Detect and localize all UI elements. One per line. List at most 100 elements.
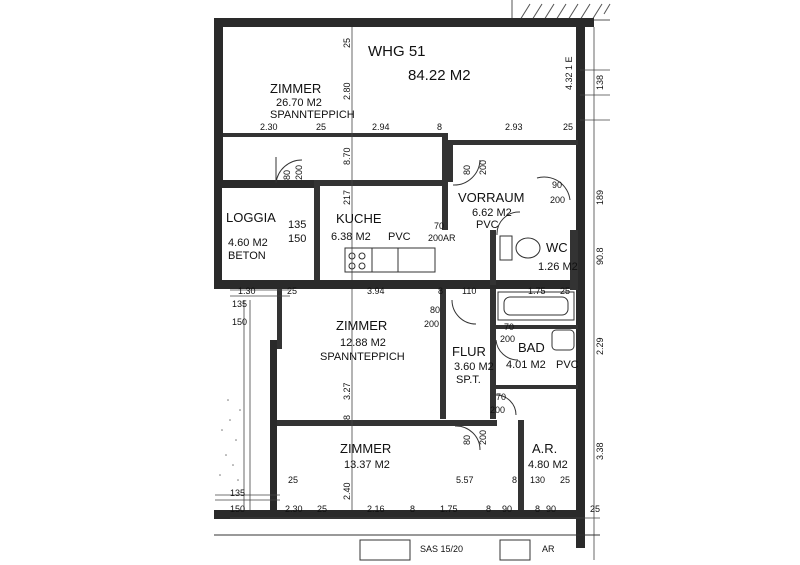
dimension-labels: 2.30 25 2.94 8 2.93 25 90 200 70 200AR 1… xyxy=(230,122,600,554)
dim-label: 90 xyxy=(552,180,562,190)
dim-label: 90 xyxy=(502,504,512,514)
unit-number: WHG 51 xyxy=(368,43,426,60)
dim-label: 90 xyxy=(546,504,556,514)
dim-label: 80 xyxy=(462,435,472,445)
dim-label: 189 xyxy=(595,190,605,205)
dim-label: 5.57 xyxy=(456,475,474,485)
dim-label: 8 xyxy=(512,475,517,485)
exterior-walls xyxy=(214,18,594,548)
kitchen-counter xyxy=(344,247,436,273)
dim-label: 8 xyxy=(437,122,442,132)
toilet-icon xyxy=(499,235,541,261)
room-name-flur: FLUR xyxy=(452,344,486,359)
room-area-vorraum: 6.62 M2 xyxy=(472,207,512,219)
dim-label: 25 xyxy=(590,504,600,514)
dim-label: 8 xyxy=(535,504,540,514)
vertical-dimension-labels: 25 2.80 8.70 217 3.27 8 2.40 80 200 80 2… xyxy=(282,38,605,500)
room-name-loggia: LOGGIA xyxy=(226,210,276,225)
dim-label: 8 xyxy=(486,504,491,514)
interior-walls xyxy=(223,133,578,510)
room-name-zimmer-bot: ZIMMER xyxy=(340,441,391,456)
dim-label: 2.40 xyxy=(342,482,352,500)
dim-label: 200AR xyxy=(428,233,456,243)
room-area-zimmer-top: 26.70 M2 xyxy=(276,97,322,109)
sink-icon xyxy=(551,329,575,351)
dim-label: 200 xyxy=(478,160,488,175)
dim-label: 90.8 xyxy=(595,247,605,265)
dim-label: 70 xyxy=(434,221,444,231)
dim-label: 8 xyxy=(410,504,415,514)
dim-label: 4.32 1 E xyxy=(564,56,574,90)
room-name-zimmer-mid: ZIMMER xyxy=(336,318,387,333)
dim-label: 25 xyxy=(287,286,297,296)
dim-label: 200 xyxy=(294,165,304,180)
dim-label: 138 xyxy=(595,75,605,90)
room-area-loggia: 4.60 M2 xyxy=(228,237,268,249)
room-floor-loggia: BETON xyxy=(228,250,266,262)
dim-label: 80 xyxy=(430,305,440,315)
dim-label: 25 xyxy=(317,504,327,514)
dim-label: 200 xyxy=(424,319,439,329)
room-area-zimmer-bot: 13.37 M2 xyxy=(344,459,390,471)
dim-label: 2.80 xyxy=(342,82,352,100)
loggia-dim-135: 135 xyxy=(288,219,306,231)
dim-label: 135 xyxy=(232,299,247,309)
dim-label: 3.27 xyxy=(342,382,352,400)
room-floor-zimmer-top: SPANNTEPPICH xyxy=(270,109,355,121)
dim-label: 200 xyxy=(550,195,565,205)
dim-label: 130 xyxy=(530,475,545,485)
dim-label: 70 xyxy=(496,392,506,402)
dim-label: 8 xyxy=(438,286,443,296)
dim-label: 1.75 xyxy=(528,286,546,296)
door-swings xyxy=(275,157,571,451)
room-floor-kueche: PVC xyxy=(388,231,411,243)
dim-label: 25 xyxy=(288,475,298,485)
room-name-vorraum: VORRAUM xyxy=(458,190,524,205)
dim-label: 80 xyxy=(282,170,292,180)
dim-label: 70 xyxy=(504,322,514,332)
dim-label: AR xyxy=(542,544,555,554)
dim-label: 150 xyxy=(232,317,247,327)
dim-label: 200 xyxy=(500,334,515,344)
dim-label: 8.70 xyxy=(342,147,352,165)
terrace-texture xyxy=(219,399,241,481)
dim-label: 2.93 xyxy=(505,122,523,132)
loggia-dim-150: 150 xyxy=(288,233,306,245)
bathtub-icon xyxy=(497,291,575,321)
dim-label: 110 xyxy=(462,286,476,296)
room-area-kueche: 6.38 M2 xyxy=(331,231,371,243)
dim-label: 2.29 xyxy=(595,337,605,355)
dimension-lines xyxy=(215,27,610,560)
dim-label: 2.94 xyxy=(372,122,390,132)
dim-label: 25 xyxy=(342,38,352,48)
room-area-flur: 3.60 M2 xyxy=(454,361,494,373)
dim-label: 2.30 xyxy=(260,122,278,132)
dim-label: 3.94 xyxy=(367,286,385,296)
room-name-kueche: KUCHE xyxy=(336,211,382,226)
dim-label: 200 xyxy=(490,405,505,415)
dim-label: 1.30 xyxy=(238,286,256,296)
room-area-ar: 4.80 M2 xyxy=(528,459,568,471)
room-area-bad: 4.01 M2 xyxy=(506,359,546,371)
dim-label: 25 xyxy=(560,475,570,485)
room-floor-zimmer-mid: SPANNTEPPICH xyxy=(320,351,405,363)
room-name-ar: A.R. xyxy=(532,441,557,456)
room-name-bad: BAD xyxy=(518,340,545,355)
room-name-wc: WC xyxy=(546,240,568,255)
room-floor-flur: SP.T. xyxy=(456,374,481,386)
dim-label: 150 xyxy=(230,504,245,514)
dim-label: 217 xyxy=(342,190,352,205)
dim-label: 2.30 xyxy=(285,504,303,514)
room-name-zimmer-top: ZIMMER xyxy=(270,81,321,96)
dim-label: 135 xyxy=(230,488,245,498)
dim-label: 80 xyxy=(462,165,472,175)
dim-label: 8 xyxy=(342,415,352,420)
unit-area: 84.22 M2 xyxy=(408,67,471,84)
room-area-wc: 1.26 M2 xyxy=(538,261,578,273)
dim-label: 200 xyxy=(478,430,488,445)
room-area-zimmer-mid: 12.88 M2 xyxy=(340,337,386,349)
dim-label: 3.38 xyxy=(595,442,605,460)
dim-label: 2.16 xyxy=(367,504,385,514)
neighbor-hatching xyxy=(511,0,611,21)
